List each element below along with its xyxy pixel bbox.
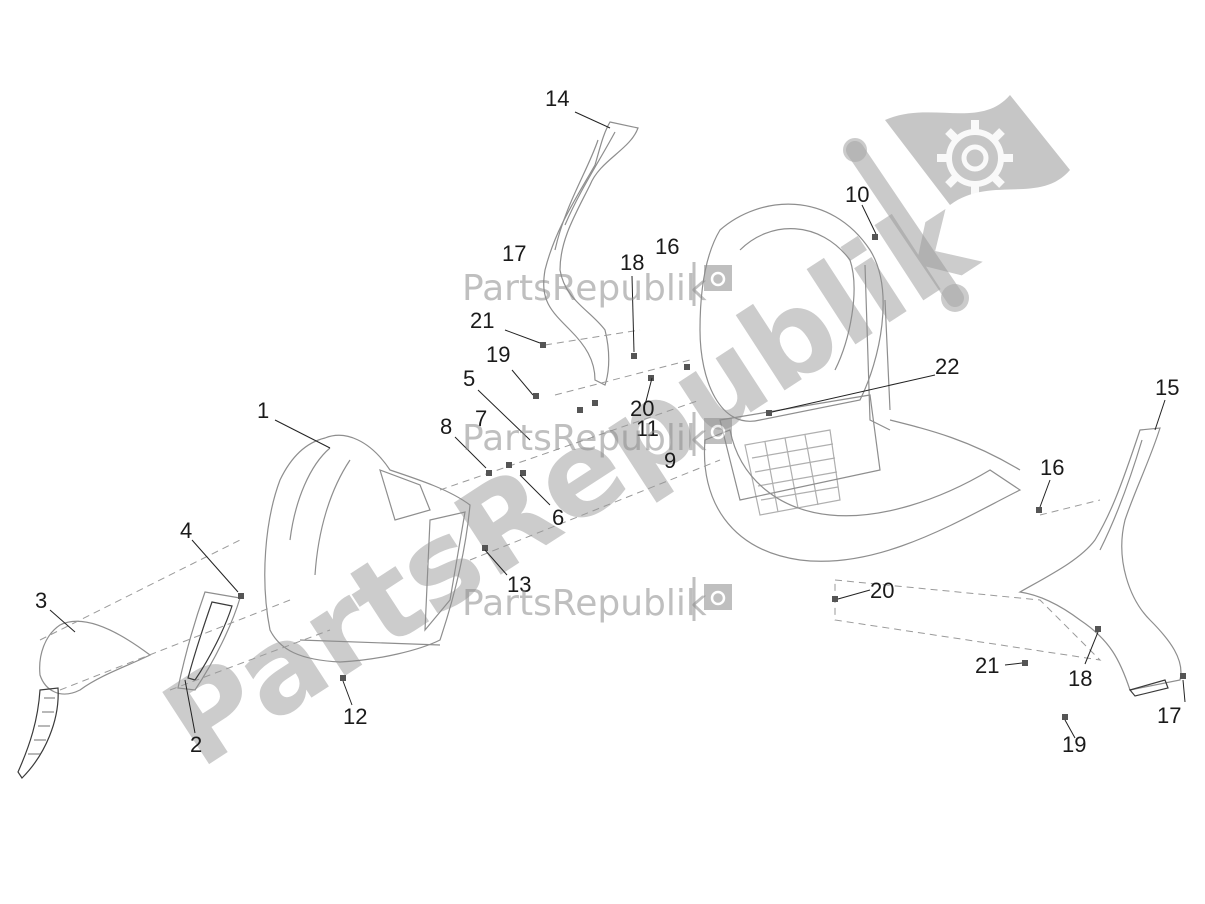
callout-20-lower: 20 <box>870 578 894 603</box>
callout-22: 22 <box>935 354 959 379</box>
grille-mesh <box>744 429 841 516</box>
callout-18-lower: 18 <box>1068 666 1092 691</box>
part-3-nose-cover <box>17 620 152 779</box>
callout-11: 11 <box>636 416 659 441</box>
callout-15: 15 <box>1155 375 1179 400</box>
callout-17-upper: 17 <box>502 241 526 266</box>
callout-17-lower: 17 <box>1157 703 1181 728</box>
part-15-side-panel-lower <box>1018 427 1182 697</box>
callout-6: 6 <box>552 505 564 530</box>
gear-flag-icon <box>704 265 732 291</box>
watermark-logo <box>843 95 1070 312</box>
callout-21-upper: 21 <box>470 308 494 333</box>
callout-19-lower: 19 <box>1062 732 1086 757</box>
watermark-text-1: PartsRepublik <box>462 268 707 309</box>
gear-flag-icon <box>704 418 732 444</box>
hardware-fasteners <box>238 234 1186 720</box>
callout-1: 1 <box>257 398 269 423</box>
callout-12: 12 <box>343 704 367 729</box>
watermark-big-text: PartsRepublik <box>140 169 998 793</box>
callout-labels: 1 2 3 4 5 6 7 8 9 10 11 12 13 14 15 16 1… <box>35 86 1181 757</box>
callout-14: 14 <box>545 86 569 111</box>
part-14-side-panel-upper <box>543 121 639 386</box>
callout-9: 9 <box>664 448 676 473</box>
callout-4: 4 <box>180 518 192 543</box>
watermark-text-3: PartsRepublik <box>462 583 707 624</box>
callout-3: 3 <box>35 588 47 613</box>
callout-2: 2 <box>190 732 202 757</box>
part-1-front-shield <box>264 434 471 663</box>
watermark-brand-2: PartsRepublik <box>462 412 732 459</box>
watermark-text-2: PartsRepublik <box>462 418 707 459</box>
callout-16-upper: 16 <box>655 234 679 259</box>
callout-7: 7 <box>475 406 487 431</box>
part-2-insert <box>177 591 241 691</box>
callout-16-lower: 16 <box>1040 455 1064 480</box>
gear-icon <box>937 120 1013 196</box>
callout-10: 10 <box>845 182 869 207</box>
assembly-guide-lines <box>39 329 1102 691</box>
gear-flag-icon <box>704 584 732 610</box>
callout-19-upper: 19 <box>486 342 510 367</box>
scooter-frame-ghost <box>699 203 1022 562</box>
callout-5: 5 <box>463 366 475 391</box>
callout-13: 13 <box>507 572 531 597</box>
watermark-brand-1: PartsRepublik <box>462 262 732 309</box>
callout-8: 8 <box>440 414 452 439</box>
watermark-brand-3: PartsRepublik <box>462 577 732 624</box>
callout-21-lower: 21 <box>975 653 999 678</box>
callout-18-upper: 18 <box>620 250 644 275</box>
callout-20-upper: 20 <box>630 396 654 421</box>
callout-leader-lines <box>49 111 1186 739</box>
